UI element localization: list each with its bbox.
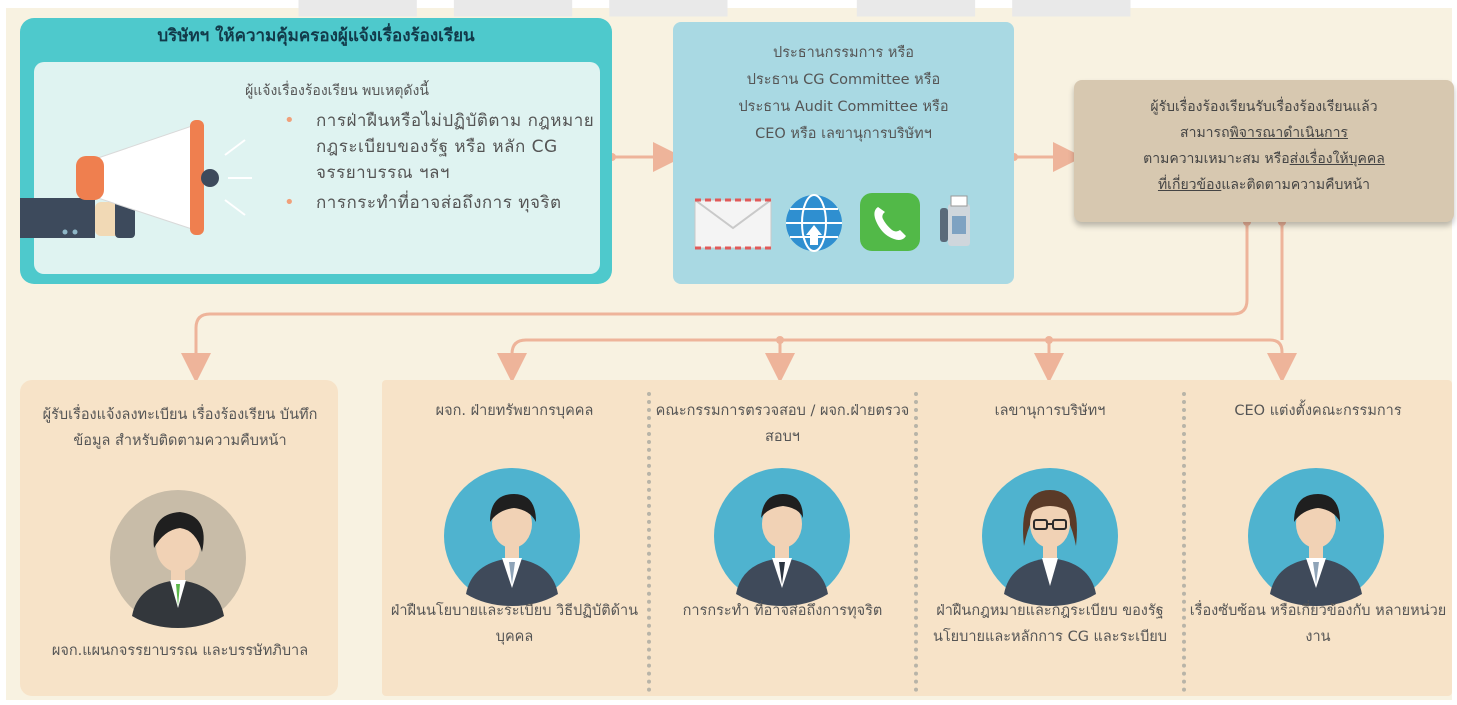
woman-avatar-icon (110, 490, 246, 628)
recipients-list: ประธานกรรมการ หรือ ประธาน CG Committee ห… (673, 40, 1014, 148)
man-avatar-icon (1248, 468, 1384, 606)
column-title-audit: คณะกรรมการตรวจสอบ / ผจก.ฝ่ายตรวจสอบฯ (655, 403, 910, 445)
handler-text: ผู้รับเรื่องร้องเรียนรับเรื่องร้องเรียนแ… (1074, 94, 1454, 198)
recipient-line: ประธานกรรมการ หรือ (773, 45, 914, 61)
handler-underlined: ที่เกี่ยวข้อง (1157, 177, 1222, 193)
recipient-line: ประธาน Audit Committee หรือ (738, 99, 949, 115)
man-avatar-icon (444, 468, 580, 606)
megaphone-icon (20, 120, 252, 238)
column-desc-hr: ฝ่าฝืนนโยบายและระเบียบ วิธีปฏิบัติด้านบุ… (390, 603, 639, 645)
registrar-title: ผู้รับเรื่องแจ้งลงทะเบียน เรื่องร้องเรีย… (42, 407, 318, 449)
fax-icon (940, 195, 970, 246)
bullet-text: การกระทำที่อาจส่อถึงการ ทุจริต (316, 193, 562, 213)
handler-underlined: พิจารณาดำเนินการ (1229, 125, 1348, 141)
bullet-item: •การกระทำที่อาจส่อถึงการ ทุจริต (284, 192, 562, 213)
bullet-item: •การฝ่าฝืนหรือไม่ปฏิบัติตาม กฎหมาย กฎระเ… (284, 110, 595, 183)
column-desc-secretary: ฝ่าฝืนกฎหมายและกฎระเบียบ ของรัฐ นโยบายแล… (932, 603, 1168, 645)
handler-underlined: ส่งเรื่องให้บุคคล (1289, 151, 1385, 167)
handler-line: สามารถพิจารณาดำเนินการ (1074, 120, 1454, 146)
column-title-hr: ผจก. ฝ่ายทรัพยากรบุคคล (435, 403, 594, 419)
column-divider (914, 392, 918, 692)
column-divider (1182, 392, 1186, 692)
bullet-text: การฝ่าฝืนหรือไม่ปฏิบัติตาม กฎหมาย กฎระเบ… (316, 111, 595, 183)
recipient-line: CEO หรือ เลขานุการบริษัทฯ (755, 126, 932, 142)
reporter-bullets: •การฝ่าฝืนหรือไม่ปฏิบัติตาม กฎหมาย กฎระเ… (278, 108, 598, 220)
globe-icon (786, 194, 842, 252)
handler-box (1074, 80, 1454, 222)
column-desc-ceo: เรื่องซับซ้อน หรือเกี่ยวข้องกับ หลายหน่ว… (1189, 603, 1447, 645)
woman-glasses-avatar-icon (982, 468, 1118, 606)
column-title-ceo: CEO แต่งตั้งคณะกรรมการ (1234, 403, 1402, 419)
column-divider (647, 392, 651, 692)
handler-line: ตามความเหมาะสม หรือส่งเรื่องให้บุคคล (1074, 146, 1454, 172)
handler-text-part: สามารถ (1180, 125, 1230, 141)
protection-title: บริษัทฯ ให้ความคุ้มครองผู้แจ้งเรื่องร้อง… (157, 26, 475, 46)
column-title-secretary: เลขานุการบริษัทฯ (994, 403, 1106, 419)
man-avatar-icon (714, 468, 850, 606)
handler-line: ที่เกี่ยวข้องและติดตามความคืบหน้า (1074, 172, 1454, 198)
handler-line: ผู้รับเรื่องร้องเรียนรับเรื่องร้องเรียนแ… (1150, 99, 1378, 115)
handler-text-part: ตามความเหมาะสม หรือ (1143, 151, 1290, 167)
phone-icon (860, 193, 920, 251)
reporter-heading: ผู้แจ้งเรื่องร้องเรียน พบเหตุดังนี้ (245, 83, 429, 99)
recipient-line: ประธาน CG Committee หรือ (746, 72, 941, 88)
registrar-desc: ผจก.แผนกจรรยาบรรณ และบรรษัทภิบาล (51, 643, 309, 659)
envelope-icon (694, 198, 772, 250)
handler-text-part: และติดตามความคืบหน้า (1221, 177, 1371, 193)
column-desc-audit: การกระทำ ที่อาจส่อถึงการทุจริต (682, 603, 883, 619)
